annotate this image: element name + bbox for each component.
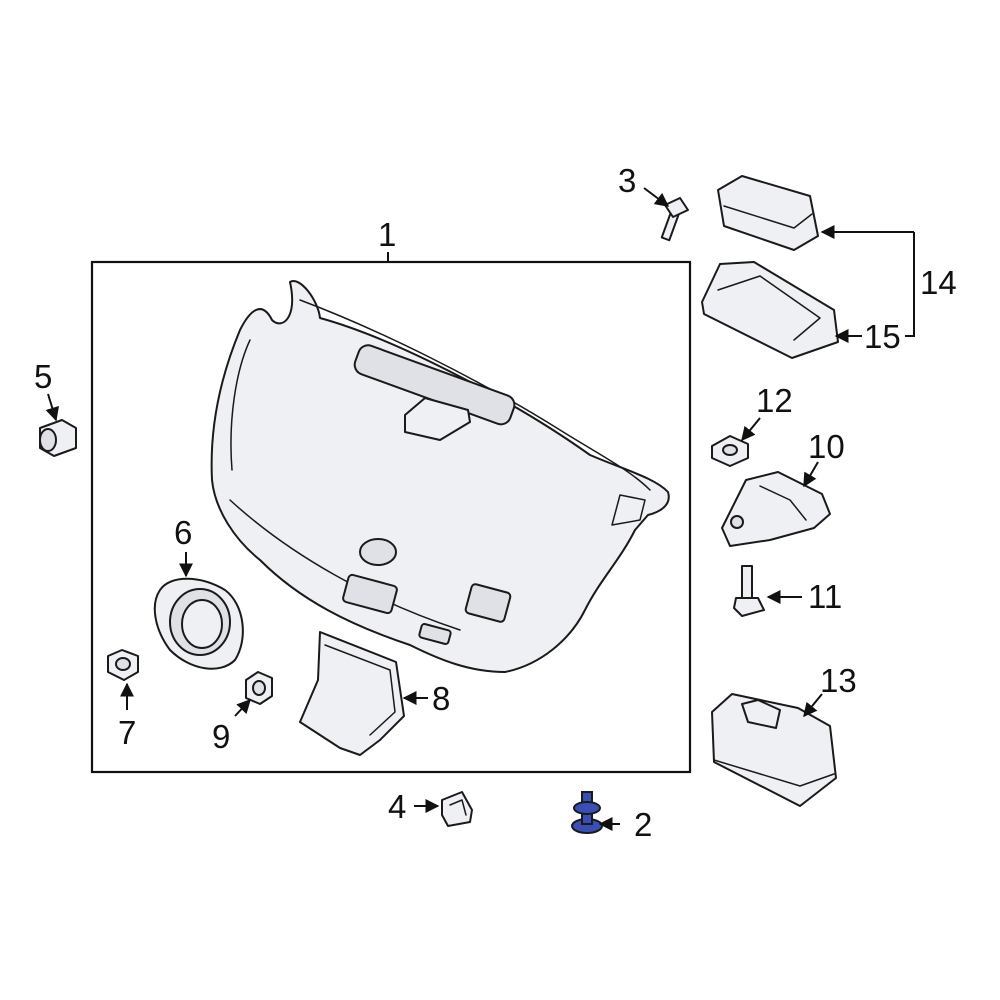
callout-7: 7 [118, 714, 136, 751]
clip-part-4[interactable] [441, 791, 473, 827]
callout-15: 15 [864, 318, 901, 355]
leader-9 [234, 698, 251, 717]
callout-13: 13 [820, 662, 857, 699]
nut-part-7[interactable] [107, 649, 139, 681]
callout-11: 11 [808, 578, 842, 615]
callout-10: 10 [808, 428, 845, 465]
callout-3: 3 [618, 162, 636, 199]
bolt-part-11[interactable] [733, 565, 765, 617]
leader-14-bracket [905, 232, 915, 337]
callout-5: 5 [34, 358, 52, 395]
nut-part-12[interactable] [711, 435, 749, 467]
bushing-part-5[interactable] [39, 419, 77, 457]
leader-12 [741, 417, 761, 442]
push-clip-head [573, 801, 601, 815]
bracket-part-10[interactable] [721, 471, 831, 547]
bolt-part-3[interactable] [660, 197, 689, 242]
lamp-housing-part-15[interactable] [701, 261, 839, 359]
leader-13 [803, 693, 823, 718]
leader-5 [45, 393, 59, 422]
storage-box-part-13[interactable] [711, 693, 837, 807]
trunk-lid-trim-panel[interactable] [210, 280, 670, 673]
callout-4: 4 [388, 788, 406, 825]
speaker-ring-part-6[interactable] [153, 577, 244, 670]
leader-3 [643, 187, 670, 207]
cover-bracket-part-8[interactable] [299, 631, 405, 756]
assembly-frame [90, 260, 692, 774]
nut-part-9[interactable] [245, 671, 273, 705]
callout-2: 2 [634, 806, 652, 843]
callout-14: 14 [920, 264, 957, 301]
callout-9: 9 [212, 718, 230, 755]
callout-12: 12 [756, 382, 793, 419]
lamp-assembly-part-14[interactable] [717, 175, 819, 251]
leader-10 [803, 461, 819, 488]
callout-8: 8 [432, 680, 450, 717]
callout-6: 6 [174, 514, 192, 551]
callout-1: 1 [378, 216, 396, 253]
push-clip-part-2[interactable] [571, 791, 603, 834]
